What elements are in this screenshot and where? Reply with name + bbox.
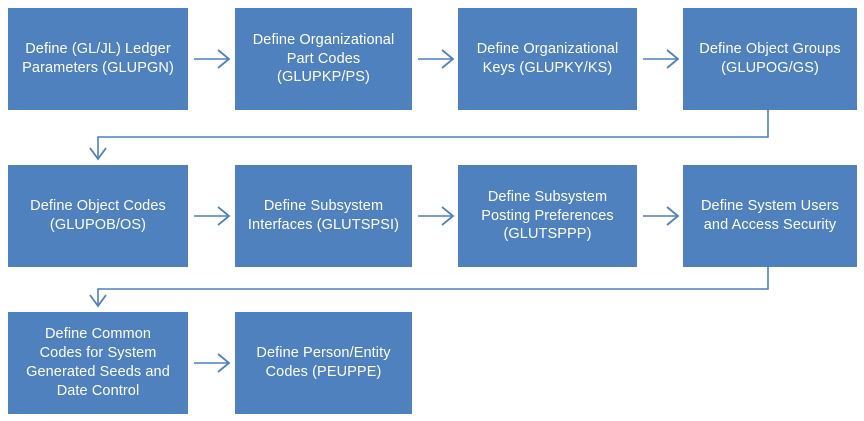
node-define-common-codes[interactable]: Define Common Codes for System Generated… xyxy=(8,312,188,414)
node-label: Define (GL/JL) Ledger Parameters (GLUPGN… xyxy=(22,41,174,76)
node-define-person-entity-codes[interactable]: Define Person/Entity Codes (PEUPPE) xyxy=(235,312,412,414)
node-label: Define Object Groups (GLUPOG/GS) xyxy=(699,41,841,76)
node-define-organizational-keys[interactable]: Define Organizational Keys (GLUPKY/KS) xyxy=(458,8,637,110)
connector-n7-n8 xyxy=(643,206,680,226)
connector-n2-n3 xyxy=(418,49,455,69)
node-label: Define Object Codes (GLUPOB/OS) xyxy=(30,198,166,233)
node-label: Define Organizational Part Codes (GLUPKP… xyxy=(252,31,395,86)
node-define-organizational-part-codes[interactable]: Define Organizational Part Codes (GLUPKP… xyxy=(235,8,412,110)
connector-n4-n5 xyxy=(89,110,769,161)
connector-n1-n2 xyxy=(194,49,231,69)
connector-n5-n6 xyxy=(194,206,231,226)
connector-n3-n4 xyxy=(643,49,680,69)
node-label: Define Organizational Keys (GLUPKY/KS) xyxy=(476,41,619,76)
node-label: Define Subsystem Posting Preferences (GL… xyxy=(481,188,614,243)
node-define-ledger-parameters[interactable]: Define (GL/JL) Ledger Parameters (GLUPGN… xyxy=(8,8,188,110)
connector-n6-n7 xyxy=(418,206,455,226)
node-define-subsystem-posting-preferences[interactable]: Define Subsystem Posting Preferences (GL… xyxy=(458,165,637,267)
node-label: Define Person/Entity Codes (PEUPPE) xyxy=(256,345,391,380)
node-label: Define System Users and Access Security xyxy=(700,198,840,233)
connector-n8-n9 xyxy=(89,267,769,308)
node-label: Define Subsystem Interfaces (GLUTSPSI) xyxy=(247,198,400,233)
connector-n9-n10 xyxy=(194,353,231,373)
node-define-system-users-access-security[interactable]: Define System Users and Access Security xyxy=(683,165,857,267)
node-define-object-groups[interactable]: Define Object Groups (GLUPOG/GS) xyxy=(683,8,857,110)
node-define-subsystem-interfaces[interactable]: Define Subsystem Interfaces (GLUTSPSI) xyxy=(235,165,412,267)
node-define-object-codes[interactable]: Define Object Codes (GLUPOB/OS) xyxy=(8,165,188,267)
node-label: Define Common Codes for System Generated… xyxy=(26,326,170,399)
